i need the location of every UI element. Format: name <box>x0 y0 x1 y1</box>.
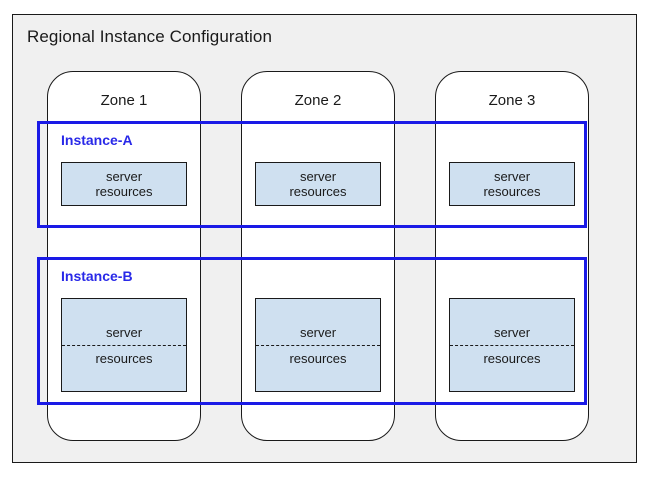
instance-group-a-label: Instance-A <box>61 132 133 148</box>
resource-label-line1: server <box>450 325 574 346</box>
resource-label-line2: resources <box>95 350 153 366</box>
zone-title-3: Zone 3 <box>488 92 536 109</box>
resource-label-line1: server <box>62 325 186 346</box>
resource-label-line2: resources <box>483 350 541 366</box>
instance-group-b[interactable]: Instance-B <box>37 257 587 405</box>
resource-box-b-zone1[interactable]: server resources <box>61 298 187 392</box>
resource-box-a-zone2[interactable]: server resources <box>255 162 381 206</box>
resource-label-line2: resources <box>95 184 153 199</box>
resource-label-line1: server <box>105 169 143 184</box>
page-title: Regional Instance Configuration <box>27 27 273 46</box>
diagram-frame: Regional Instance Configuration Zone 1 Z… <box>12 14 637 463</box>
resource-label-line1: server <box>299 169 337 184</box>
resource-label-line2: resources <box>289 184 347 199</box>
resource-box-a-zone1[interactable]: server resources <box>61 162 187 206</box>
resource-box-b-zone3[interactable]: server resources <box>449 298 575 392</box>
instance-group-a[interactable]: Instance-A <box>37 121 587 228</box>
resource-box-a-zone3[interactable]: server resources <box>449 162 575 206</box>
zone-title-2: Zone 2 <box>294 92 342 109</box>
resource-label-line2: resources <box>483 184 541 199</box>
resource-label-line1: server <box>256 325 380 346</box>
resource-label-line1: server <box>493 169 531 184</box>
resource-label-line2: resources <box>289 350 347 366</box>
instance-group-b-label: Instance-B <box>61 268 133 284</box>
zone-title-1: Zone 1 <box>100 92 148 109</box>
resource-box-b-zone2[interactable]: server resources <box>255 298 381 392</box>
